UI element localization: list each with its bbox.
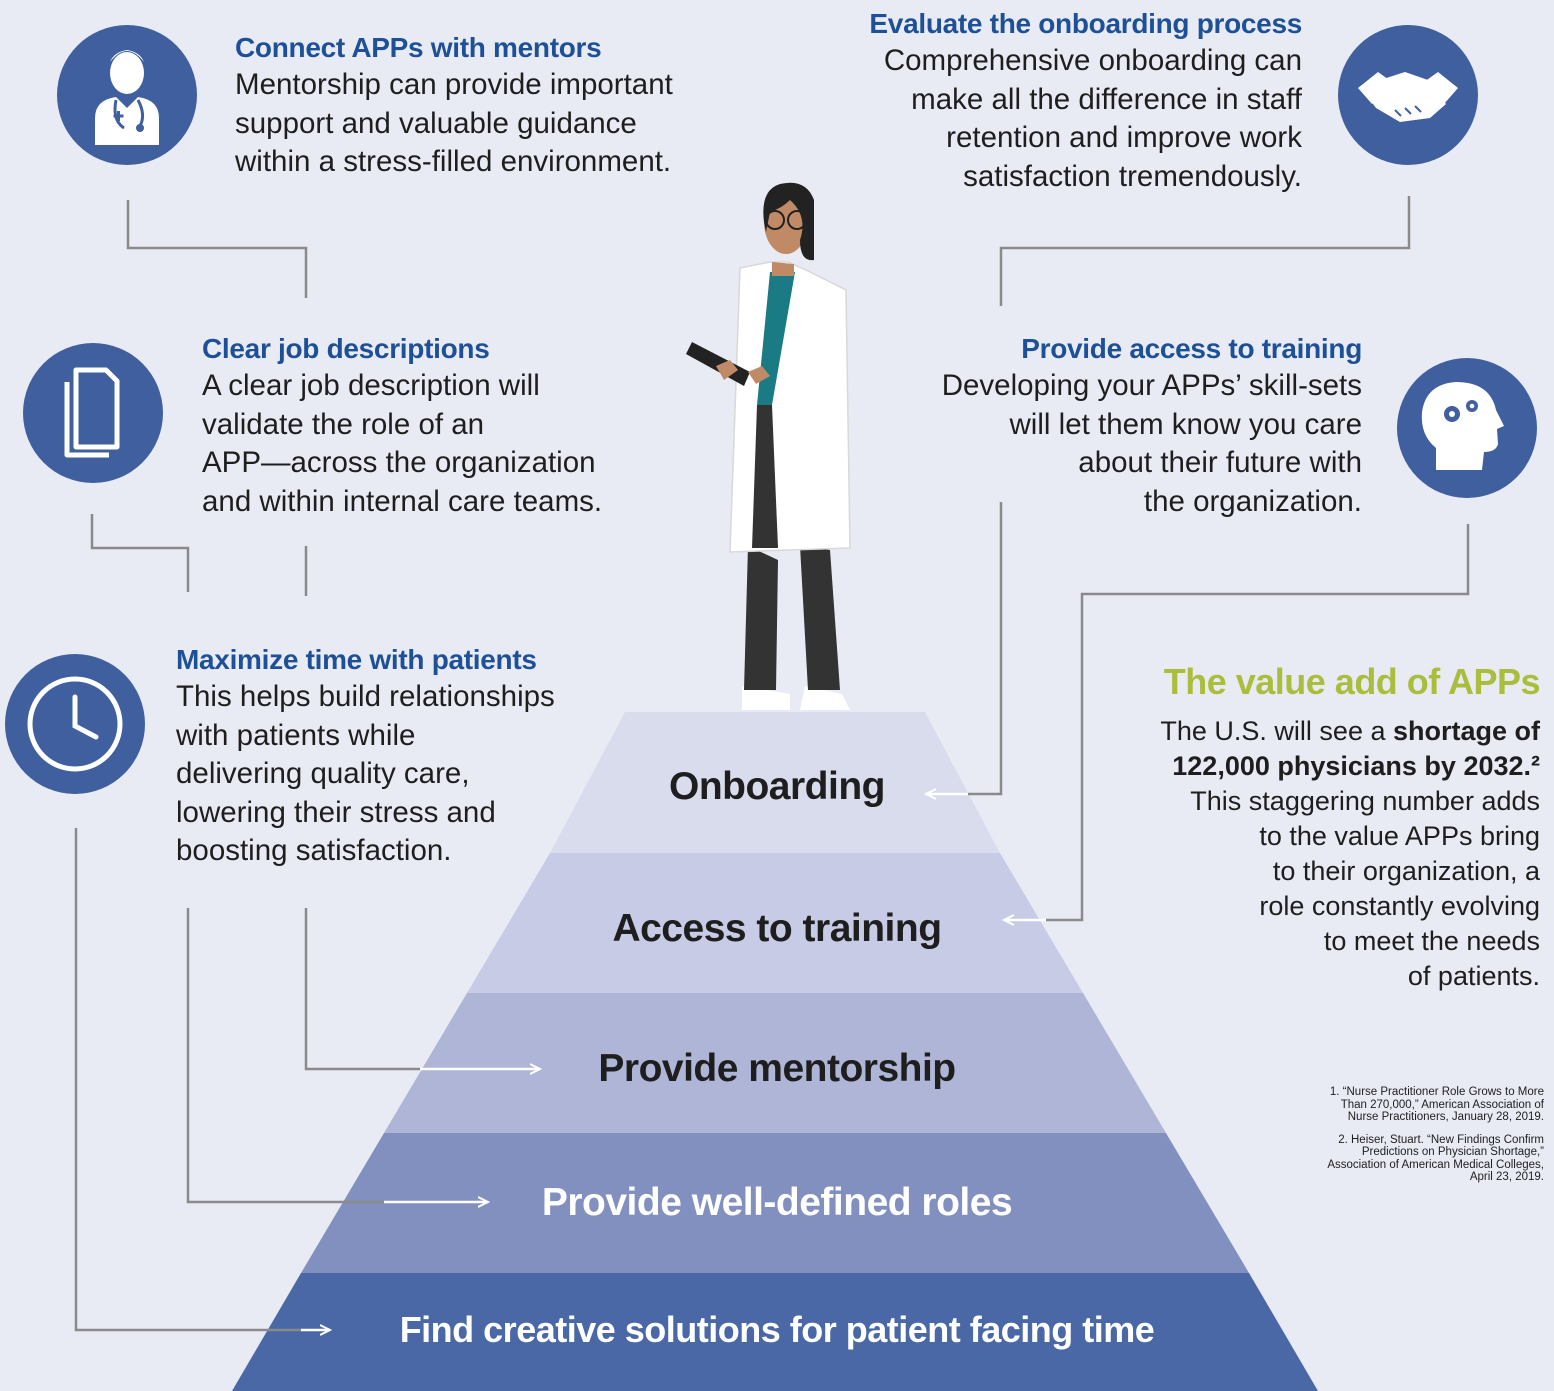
callout-patients: Maximize time with patients This helps b… <box>176 642 555 871</box>
pyramid-tier-mentorship <box>384 993 1166 1133</box>
callout-job-title: Clear job descriptions <box>202 333 490 364</box>
connector-onboarding-arrow <box>968 502 1003 796</box>
reference-2: 2. Heiser, Stuart. “New Findings Confirm… <box>1327 1133 1544 1184</box>
doctor-figure <box>686 182 851 710</box>
references: 1. “Nurse Practitioner Role Grows to Mor… <box>1264 1086 1544 1194</box>
callout-training: Provide access to training Developing yo… <box>941 331 1363 521</box>
icon-circle-documents <box>23 343 163 483</box>
connector-roles-arrow <box>186 908 384 1204</box>
callout-job-body: A clear job description will validate th… <box>202 369 603 518</box>
callout-mentors-title: Connect APPs with mentors <box>235 32 602 63</box>
value-line-1: The U.S. will see a shortage of <box>1160 714 1540 749</box>
callout-onboarding-title: Evaluate the onboarding process <box>869 8 1302 39</box>
value-line-6: role constantly evolving <box>1259 891 1540 921</box>
tier-label-creative: Find creative solutions for patient faci… <box>399 1309 1155 1350</box>
pyramid-tier-creative <box>232 1273 1318 1391</box>
connector-onboarding-top <box>999 196 1411 306</box>
connector-training-arrow <box>1046 524 1470 922</box>
callout-onboarding-body: Comprehensive onboarding can make all th… <box>883 44 1302 193</box>
value-line-2-bold: 122,000 physicians by 2032.² <box>1172 751 1540 781</box>
pyramid-tier-training <box>467 853 1083 993</box>
clock-icon <box>27 676 123 772</box>
value-line-7: to meet the needs <box>1323 926 1540 956</box>
callout-patients-title: Maximize time with patients <box>176 644 537 675</box>
tier-label-roles: Provide well-defined roles <box>541 1181 1013 1224</box>
connector-mentorship-arrow <box>304 908 420 1071</box>
value-line-4: to the value APPs bring <box>1259 821 1540 851</box>
value-line-8: of patients. <box>1407 961 1540 991</box>
icon-circle-doctor <box>57 25 197 165</box>
callout-training-title: Provide access to training <box>1021 333 1362 364</box>
callout-patients-body: This helps build relationships with pati… <box>176 680 555 867</box>
value-line-1-text: The U.S. will see a <box>1160 716 1393 746</box>
doctor-icon <box>95 50 159 145</box>
pyramid-tier-onboarding <box>550 712 1000 853</box>
callout-onboarding: Evaluate the onboarding process Comprehe… <box>869 6 1302 196</box>
handshake-icon <box>1358 72 1458 122</box>
head-gears-icon <box>1421 382 1504 470</box>
tier-label-training: Access to training <box>612 907 942 950</box>
tier-label-mentorship: Provide mentorship <box>598 1047 956 1090</box>
reference-1: 1. “Nurse Practitioner Role Grows to Mor… <box>1329 1086 1544 1123</box>
value-line-2: 122,000 physicians by 2032.² <box>1160 749 1540 784</box>
value-add-body: The U.S. will see a shortage of 122,000 … <box>1160 714 1540 994</box>
connector-creative-arrow <box>74 828 301 1332</box>
value-add-section: The value add of APPs The U.S. will see … <box>1160 660 1540 994</box>
connector-job-left <box>90 514 190 592</box>
connector-mentors <box>126 200 308 298</box>
pyramid-tier-roles <box>301 1133 1249 1273</box>
value-add-title: The value add of APPs <box>1163 661 1541 702</box>
value-line-3: This staggering number adds <box>1190 786 1540 816</box>
callout-job-descriptions: Clear job descriptions A clear job descr… <box>202 331 602 521</box>
value-line-5: to their organization, a <box>1272 856 1540 886</box>
callout-training-body: Developing your APPs’ skill-sets will le… <box>941 369 1362 518</box>
callout-mentors-body: Mentorship can provide important support… <box>235 68 673 178</box>
documents-icon <box>64 367 120 458</box>
tier-label-onboarding: Onboarding <box>669 765 885 808</box>
value-line-1-bold: shortage of <box>1392 716 1540 746</box>
callout-mentors: Connect APPs with mentors Mentorship can… <box>235 30 673 182</box>
